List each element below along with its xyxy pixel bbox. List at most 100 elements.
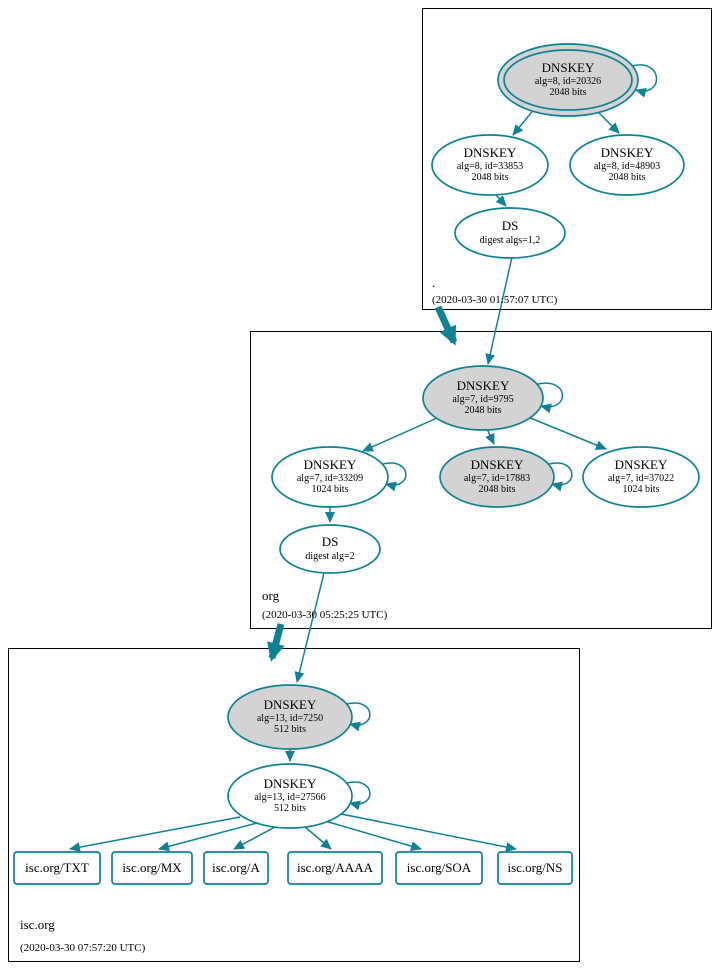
zone-isc: DNSKEY alg=13, id=7250 512 bits DNSKEY a…	[13, 684, 573, 954]
rrset-aaaa-label: isc.org/AAAA	[297, 860, 374, 875]
org-ksk2-title: DNSKEY	[471, 457, 524, 472]
node-isc-zsk-dnskey[interactable]: DNSKEY alg=13, id=27566 512 bits	[227, 763, 353, 829]
root-ksk-title: DNSKEY	[542, 60, 595, 75]
selfsign-loop-org-ksk2	[548, 462, 573, 492]
rrset-isc-org-ns[interactable]: isc.org/NS	[497, 851, 573, 885]
org-zsk2-ellipse	[582, 446, 700, 508]
isc-ksk-title: DNSKEY	[264, 697, 317, 712]
edge-org-ksk-to-zsk1	[362, 417, 438, 452]
delegation-arrow-root-to-org	[434, 305, 458, 346]
rrset-mx-box	[111, 851, 193, 885]
node-org-ksk-dnskey[interactable]: DNSKEY alg=7, id=9795 2048 bits	[422, 365, 544, 431]
edge-root-zsk1-to-ds	[495, 194, 507, 207]
org-ksk-title: DNSKEY	[457, 378, 510, 393]
root-zsk2-detail1: alg=8, id=48903	[594, 161, 660, 172]
rrset-isc-org-mx[interactable]: isc.org/MX	[111, 851, 193, 885]
delegation-arrow-org-to-isc	[267, 623, 285, 662]
isc-zsk-ellipse	[227, 763, 353, 829]
node-org-ds[interactable]: DS digest alg=2	[279, 524, 381, 574]
rrset-soa-box	[395, 851, 483, 885]
rrset-a-box	[203, 851, 269, 885]
rrset-isc-org-soa[interactable]: isc.org/SOA	[395, 851, 483, 885]
org-zsk1-detail1: alg=7, id=33209	[297, 473, 363, 484]
selfsign-loop-org-ksk	[537, 382, 564, 414]
zone-org-timestamp: (2020-03-30 05:25:25 UTC)	[262, 609, 388, 621]
selfsign-loop-root-ksk	[631, 64, 658, 98]
rrset-isc-org-a[interactable]: isc.org/A	[203, 851, 269, 885]
root-zsk2-ellipse	[569, 134, 685, 196]
node-org-zsk2-dnskey[interactable]: DNSKEY alg=7, id=37022 1024 bits	[582, 446, 700, 508]
org-zsk2-title: DNSKEY	[615, 457, 668, 472]
rrset-isc-org-txt[interactable]: isc.org/TXT	[13, 851, 101, 885]
selfsign-loop-org-zsk1	[382, 462, 407, 492]
edge-isc-zsk-to-mx	[158, 822, 258, 852]
edge-root-ksk-to-zsk1	[512, 107, 536, 136]
edge-isc-zsk-to-ns	[340, 813, 517, 852]
zone-root-timestamp: (2020-03-30 01:57:07 UTC)	[432, 294, 558, 306]
org-ksk-ellipse	[422, 365, 544, 431]
node-root-zsk2-dnskey[interactable]: DNSKEY alg=8, id=48903 2048 bits	[569, 134, 685, 196]
isc-zsk-detail2: 512 bits	[274, 803, 306, 814]
root-zsk1-detail1: alg=8, id=33853	[457, 161, 523, 172]
org-ksk2-ellipse	[439, 446, 555, 508]
rrset-isc-org-aaaa[interactable]: isc.org/AAAA	[287, 851, 383, 885]
rrset-ns-box	[497, 851, 573, 885]
edge-org-ksk-to-zsk2	[527, 416, 607, 450]
isc-zsk-title: DNSKEY	[264, 776, 317, 791]
zone-box-org	[250, 331, 712, 629]
node-org-zsk1-dnskey[interactable]: DNSKEY alg=7, id=33209 1024 bits	[271, 446, 389, 508]
node-root-zsk1-dnskey[interactable]: DNSKEY alg=8, id=33853 2048 bits	[431, 134, 549, 196]
rrset-ns-label: isc.org/NS	[507, 860, 562, 875]
root-ds-ellipse	[454, 207, 566, 259]
root-ksk-detail2: 2048 bits	[550, 87, 587, 98]
org-ksk-detail2: 2048 bits	[465, 405, 502, 416]
org-ksk2-detail2: 2048 bits	[479, 484, 516, 495]
selfsign-loop-isc-ksk	[346, 702, 371, 732]
edge-isc-zsk-to-txt	[69, 816, 241, 853]
rrset-a-label: isc.org/A	[212, 860, 260, 875]
root-ksk-inner-ellipse	[503, 49, 633, 111]
rrset-aaaa-box	[287, 851, 383, 885]
edge-root-ksk-to-zsk2	[596, 110, 620, 134]
rrset-soa-label: isc.org/SOA	[407, 860, 472, 875]
org-ds-title: DS	[322, 534, 339, 549]
isc-ksk-detail1: alg=13, id=7250	[257, 713, 323, 724]
edge-root-ds-to-org-ksk	[485, 256, 513, 365]
org-zsk2-detail2: 1024 bits	[623, 484, 660, 495]
root-zsk2-detail2: 2048 bits	[609, 172, 646, 183]
edge-org-ksk-to-ksk2	[485, 428, 495, 445]
node-org-ksk2-dnskey[interactable]: DNSKEY alg=7, id=17883 2048 bits	[439, 446, 555, 508]
org-zsk1-title: DNSKEY	[304, 457, 357, 472]
zone-isc-label: isc.org	[20, 917, 55, 932]
edge-org-ds-to-isc-ksk	[294, 572, 325, 683]
root-zsk1-title: DNSKEY	[464, 145, 517, 160]
root-ksk-detail1: alg=8, id=20326	[535, 76, 601, 87]
org-zsk1-detail2: 1024 bits	[312, 484, 349, 495]
org-ds-detail1: digest alg=2	[305, 551, 354, 562]
zone-org: DNSKEY alg=7, id=9795 2048 bits DNSKEY a…	[262, 365, 700, 621]
zone-org-label: org	[262, 588, 280, 603]
edge-isc-zsk-to-a	[233, 826, 276, 850]
zone-root-label: .	[432, 275, 435, 290]
zone-box-root	[422, 8, 712, 310]
root-zsk1-detail2: 2048 bits	[472, 172, 509, 183]
org-ksk2-detail1: alg=7, id=17883	[464, 473, 530, 484]
rrset-mx-label: isc.org/MX	[122, 860, 182, 875]
org-ds-ellipse	[279, 524, 381, 574]
isc-zsk-detail1: alg=13, id=27566	[254, 792, 325, 803]
zone-root: DNSKEY alg=8, id=20326 2048 bits DNSKEY …	[431, 43, 685, 306]
selfsign-loop-isc-zsk	[346, 781, 371, 811]
org-zsk2-detail1: alg=7, id=37022	[608, 473, 674, 484]
root-zsk1-ellipse	[431, 134, 549, 196]
edge-isc-zsk-to-aaaa	[304, 826, 332, 850]
root-ds-title: DS	[502, 218, 519, 233]
node-isc-ksk-dnskey[interactable]: DNSKEY alg=13, id=7250 512 bits	[227, 684, 353, 750]
edge-isc-zsk-to-soa	[324, 820, 422, 851]
rrset-txt-label: isc.org/TXT	[25, 860, 89, 875]
root-ds-detail1: digest algs=1,2	[480, 235, 541, 246]
root-zsk2-title: DNSKEY	[601, 145, 654, 160]
node-root-ksk-dnskey[interactable]: DNSKEY alg=8, id=20326 2048 bits	[497, 43, 639, 117]
node-root-ds[interactable]: DS digest algs=1,2	[454, 207, 566, 259]
zone-box-isc	[8, 648, 580, 962]
